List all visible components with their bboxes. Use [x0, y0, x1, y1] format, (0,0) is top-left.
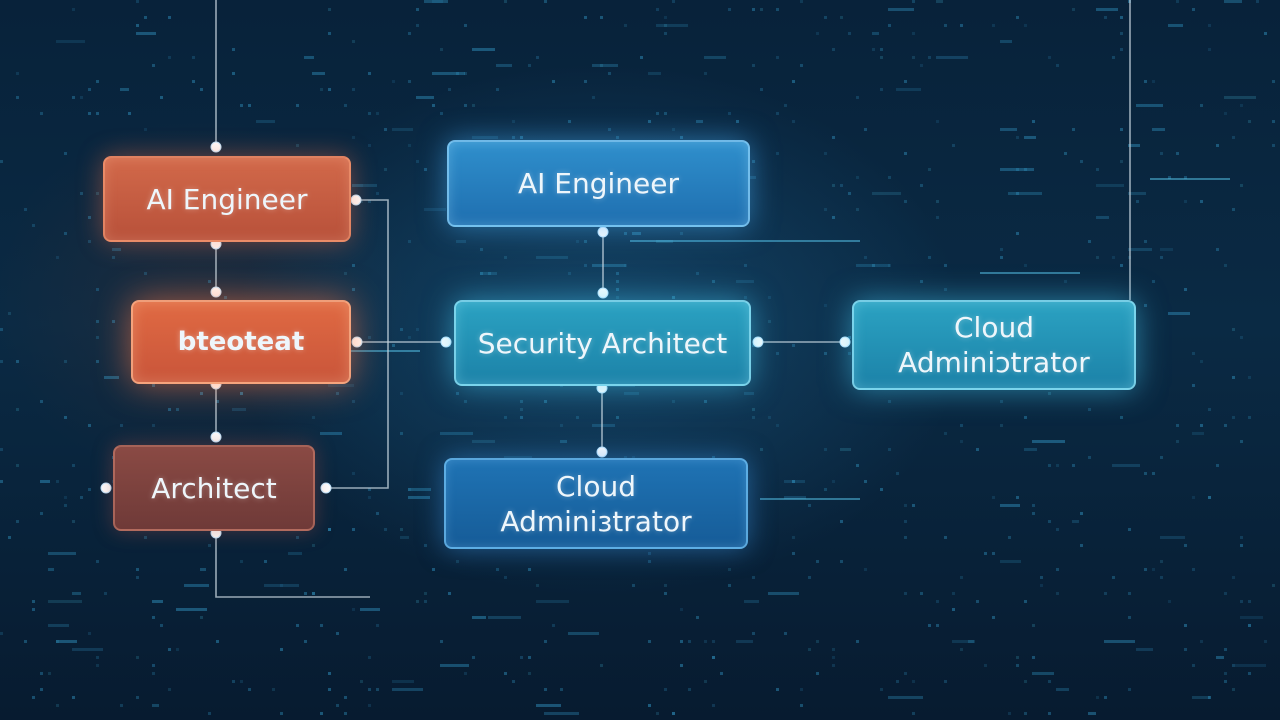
node-label-line: Adminiɜtrator: [500, 504, 692, 538]
node-label-line: Security Architect: [477, 326, 728, 360]
node-text: Security Architect: [478, 326, 727, 361]
node-text: bteoteat: [178, 326, 305, 359]
node-label-line: AI Engineer: [146, 182, 308, 216]
node-text: Architect: [151, 471, 277, 506]
node-label-line: AI Engineer: [517, 167, 679, 200]
joint-dot: [210, 431, 222, 443]
node-text: AI Engineer: [146, 182, 307, 217]
connector-architect-to-bottom: [215, 533, 370, 598]
joint-dot: [100, 482, 112, 494]
joint-dot: [210, 141, 222, 153]
node-ai-engineer-left[interactable]: AI Engineer: [103, 156, 351, 242]
joint-dot: [440, 336, 452, 348]
node-bteoteat[interactable]: bteoteat: [131, 300, 351, 384]
joint-dot: [350, 194, 362, 206]
node-text: AI Engineer: [518, 166, 679, 201]
node-architect[interactable]: Architect: [113, 445, 315, 531]
joint-dot: [597, 287, 609, 299]
connector-ai-engineer-left-to-architect: [326, 199, 389, 489]
joint-dot: [210, 286, 222, 298]
joint-dot: [752, 336, 764, 348]
node-ai-engineer-center[interactable]: AI Engineer: [447, 140, 750, 227]
joint-dot: [596, 446, 608, 458]
node-label-line: Adminiɔtrator: [898, 346, 1090, 379]
joint-dot: [839, 336, 851, 348]
node-label-line: Cloud: [954, 311, 1034, 344]
node-label-line: Architect: [151, 471, 277, 505]
joint-dot: [320, 482, 332, 494]
node-label-line: Cloud: [556, 469, 636, 503]
joint-dot: [597, 226, 609, 238]
joint-dot: [351, 336, 363, 348]
node-label-line: bteoteat: [177, 326, 305, 357]
node-security-architect[interactable]: Security Architect: [454, 300, 751, 386]
